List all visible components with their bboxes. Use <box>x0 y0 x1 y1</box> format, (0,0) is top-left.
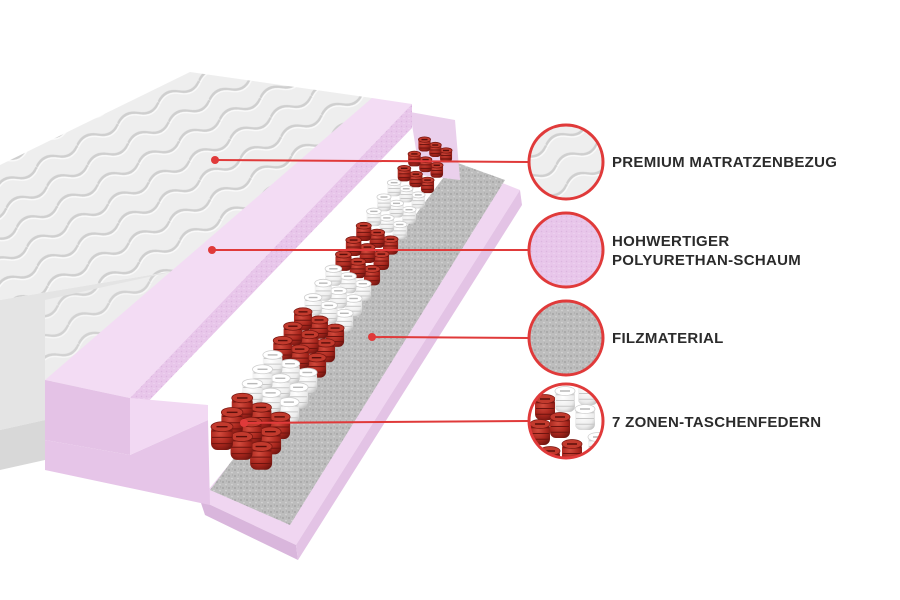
white-pocket-spring <box>366 207 382 227</box>
cover-top <box>0 72 372 300</box>
pocket-springs-swatch <box>527 382 605 460</box>
white-pocket-spring <box>399 185 414 203</box>
label-line: FILZMATERIAL <box>612 330 724 347</box>
cover-line <box>214 159 530 163</box>
label-pocket-springs: 7 ZONEN-TASCHENFEDERN <box>612 413 821 432</box>
red-pocket-spring <box>249 441 273 470</box>
red-pocket-spring <box>373 250 390 270</box>
label-polyurethane-foam: HOHWERTIGER POLYURETHAN-SCHAUM <box>612 232 801 270</box>
white-pocket-spring <box>401 206 417 224</box>
label-felt-material: FILZMATERIAL <box>612 329 724 348</box>
springs-line <box>243 420 530 424</box>
felt-swatch <box>527 299 605 377</box>
red-pocket-spring <box>407 150 422 167</box>
red-pocket-spring <box>428 141 442 157</box>
red-pocket-spring <box>408 170 423 188</box>
label-line: 7 ZONEN-TASCHENFEDERN <box>612 414 822 431</box>
foam-core-top <box>45 98 412 398</box>
foam-core-face <box>45 380 130 455</box>
red-pocket-spring <box>230 431 253 460</box>
pocket-springs <box>210 136 453 470</box>
white-pocket-spring <box>574 404 596 430</box>
label-line: HOHWERTIGER <box>612 233 730 250</box>
foam-dot <box>208 246 216 254</box>
red-pocket-spring <box>355 221 372 242</box>
white-pocket-spring <box>389 199 404 218</box>
white-pocket-spring <box>554 386 576 412</box>
white-pocket-spring <box>259 387 282 415</box>
front-foam-block <box>45 420 210 505</box>
red-pocket-spring <box>210 421 234 450</box>
red-pocket-spring <box>529 419 551 445</box>
cover-front-lower <box>0 420 45 470</box>
mattress <box>0 72 522 560</box>
callout-dots <box>208 156 376 427</box>
white-pocket-spring <box>379 214 395 233</box>
callout-lines <box>212 159 530 424</box>
foam-swatch <box>527 211 605 289</box>
red-pocket-spring <box>439 147 453 163</box>
white-pocket-spring <box>279 358 301 385</box>
felt-dot <box>368 333 376 341</box>
red-pocket-spring <box>561 439 583 458</box>
white-pocket-spring <box>392 220 408 240</box>
white-pocket-spring <box>411 191 426 209</box>
cover-dot <box>211 156 219 164</box>
base-foam-front <box>200 500 298 560</box>
white-pocket-spring <box>376 193 392 212</box>
red-pocket-spring <box>397 164 412 182</box>
label-premium-cover: PREMIUM MATRATZENBEZUG <box>612 153 837 172</box>
label-line: POLYURETHAN-SCHAUM <box>612 252 802 269</box>
base-foam-side <box>296 190 522 560</box>
white-pocket-spring <box>386 179 402 197</box>
front-foam-block-top <box>130 398 208 455</box>
label-line: PREMIUM MATRATZENBEZUG <box>612 154 838 171</box>
quilted-cover-swatch <box>527 123 605 201</box>
red-pocket-spring <box>345 236 362 256</box>
white-pocket-spring <box>587 432 603 458</box>
springs-dot <box>240 419 248 427</box>
red-pocket-spring <box>549 412 571 438</box>
red-pocket-spring <box>369 228 386 248</box>
red-pocket-spring <box>418 156 433 173</box>
red-pocket-spring <box>418 136 431 152</box>
red-pocket-spring <box>420 176 435 194</box>
foam-core-cut <box>130 104 412 410</box>
red-pocket-spring <box>430 162 444 178</box>
felt-line <box>371 336 530 339</box>
